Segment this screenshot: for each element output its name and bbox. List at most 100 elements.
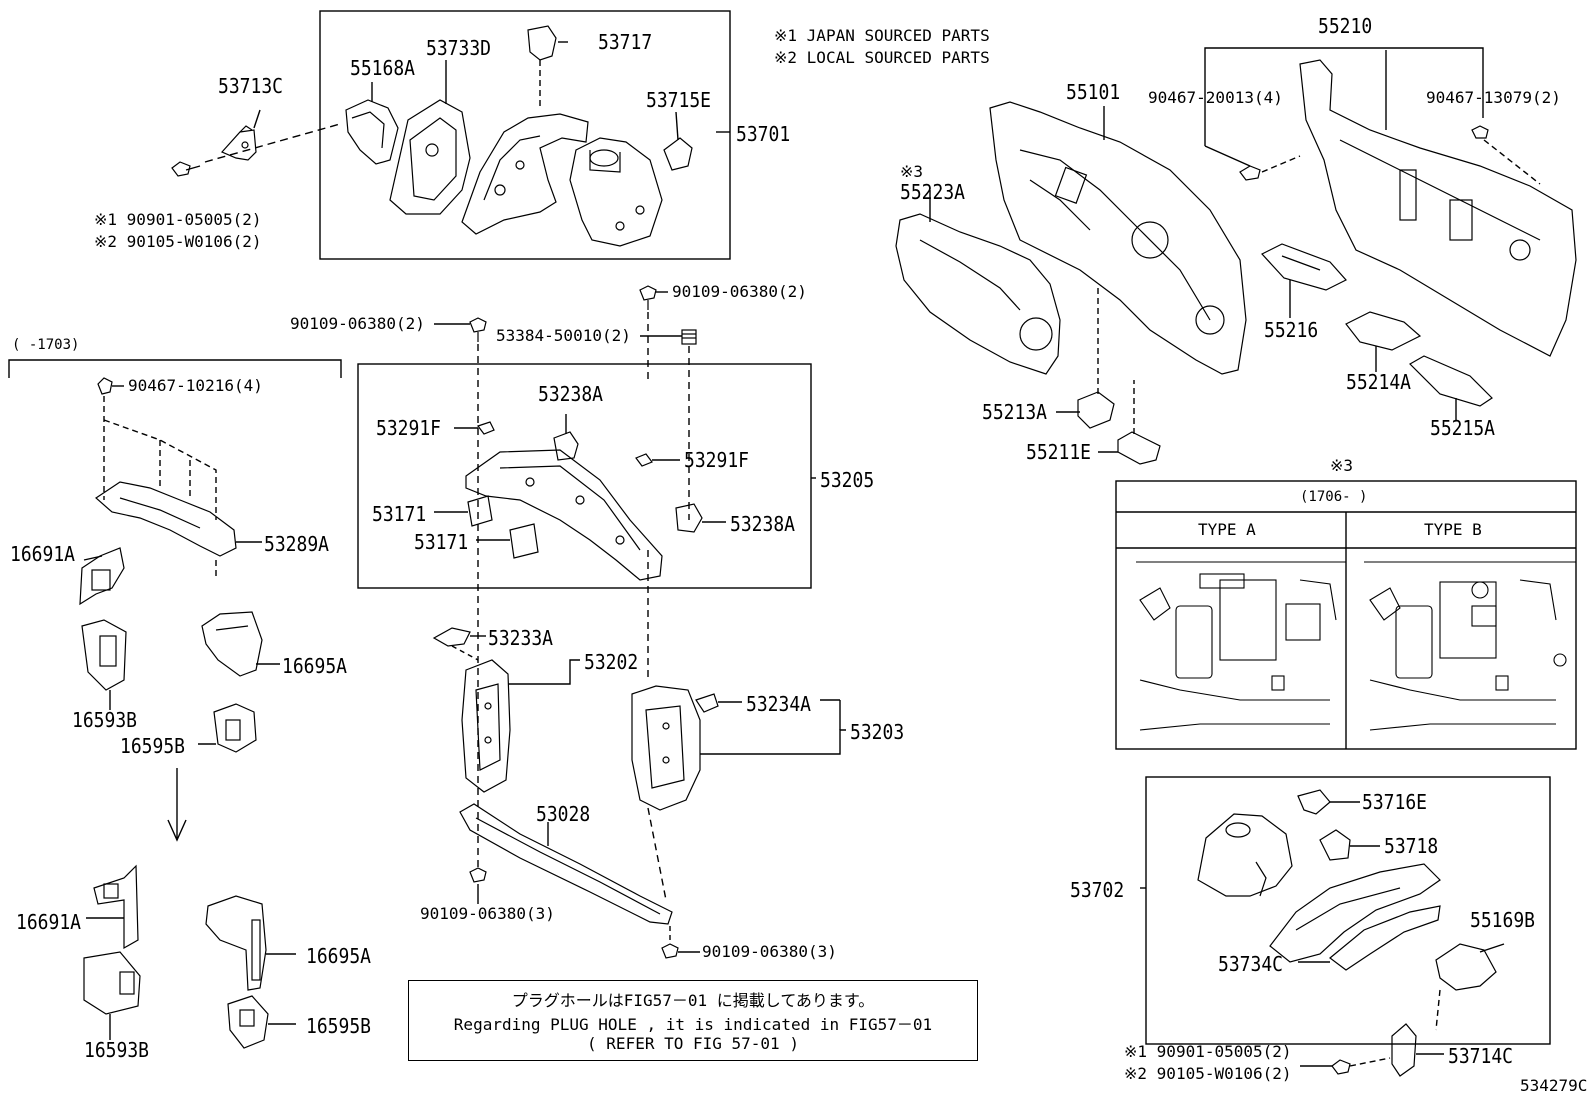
label-53205: 53205 [820, 468, 875, 492]
label-53233A: 53233A [488, 626, 554, 650]
part-strut-tower-b [1197, 813, 1293, 897]
part-53714C [1391, 1023, 1417, 1077]
part-53028 [459, 803, 673, 925]
clip-53291F-right [635, 453, 653, 467]
label-53238A-top: 53238A [538, 382, 604, 406]
clip-53291F-left [477, 421, 495, 435]
type-a-sketch [1136, 561, 1346, 731]
label-53733D: 53733D [426, 36, 492, 60]
part-53238A-right [675, 503, 703, 533]
label-53717: 53717 [598, 30, 653, 54]
label-90467-10216: 90467-10216(4) [128, 376, 263, 395]
label-53238A-right: 53238A [730, 512, 796, 536]
part-16595B-b [227, 995, 269, 1049]
arrow-down [167, 768, 187, 842]
label-16593B-b: 16593B [84, 1038, 150, 1062]
label-53716E: 53716E [1362, 790, 1428, 814]
part-strut-tower [569, 137, 663, 247]
label-mark3-a: ※3 [900, 162, 924, 181]
label-16691A: 16691A [10, 542, 76, 566]
label-55101: 55101 [1066, 80, 1121, 104]
label-16691A-b: 16691A [16, 910, 82, 934]
label-53203: 53203 [850, 720, 905, 744]
label-53171-a: 53171 [372, 502, 427, 526]
part-53205-member [465, 449, 663, 581]
label-nut-53384: 53384-50010(2) [496, 326, 631, 345]
box-53205 [357, 363, 812, 589]
bolt-90901-b [1331, 1059, 1351, 1075]
part-53238A-top [553, 431, 579, 461]
part-16593B-b [83, 951, 141, 1015]
label-55223A: 55223A [900, 180, 966, 204]
label-53291F-right: 53291F [684, 448, 750, 472]
label-53291F-left: 53291F [376, 416, 442, 440]
part-16691A [79, 547, 125, 606]
label-55214A: 55214A [1346, 370, 1412, 394]
label-bolt-90109-b: 90109-06380(2) [672, 282, 807, 301]
box-53702 [1145, 776, 1551, 1045]
part-53203 [631, 685, 701, 811]
label-53028: 53028 [536, 802, 591, 826]
label-55168A: 55168A [350, 56, 416, 80]
part-53717 [527, 25, 557, 61]
part-55223A [895, 213, 1061, 375]
type-b-sketch [1364, 561, 1576, 731]
label-16695A: 16695A [282, 654, 348, 678]
plug-note-en: Regarding PLUG HOLE , it is indicated in… [453, 1015, 933, 1034]
label-16595B-b: 16595B [306, 1014, 372, 1038]
part-53733D [389, 99, 471, 215]
nut-53384 [681, 329, 697, 345]
part-53734C-c [1329, 905, 1441, 971]
part-53718 [1319, 829, 1351, 861]
part-55216 [1261, 243, 1347, 291]
type-a-label: TYPE A [1198, 520, 1256, 539]
label-bolt-90109-a: 90109-06380(2) [290, 314, 425, 333]
part-16595B [213, 703, 257, 753]
plug-hole-note: プラグホールはFIG57－01 に掲載してあります。 Regarding PLU… [408, 980, 978, 1061]
bolt-center-left [469, 317, 487, 342]
part-53171-b [509, 523, 539, 559]
label-16593B: 16593B [72, 708, 138, 732]
part-55101 [989, 101, 1247, 375]
part-55213A [1077, 391, 1115, 429]
plug-note-ref: ( REFER TO FIG 57-01 ) [587, 1034, 799, 1053]
part-55215A [1409, 355, 1493, 407]
bolt-53028-right [661, 943, 679, 959]
label-53171-b: 53171 [414, 530, 469, 554]
bolt-53028-left [469, 867, 487, 883]
label-16595B: 16595B [120, 734, 186, 758]
clip-90467-10216 [97, 377, 113, 395]
label-53234A: 53234A [746, 692, 812, 716]
bolt-center-right [639, 285, 657, 310]
box-53701 [319, 10, 731, 260]
part-53289A [95, 481, 237, 557]
part-53234A [695, 693, 719, 713]
type-b-label: TYPE B [1424, 520, 1482, 539]
label-55213A: 55213A [982, 400, 1048, 424]
label-bolt-90109-c: 90109-06380(3) [420, 904, 555, 923]
label-55211E: 55211E [1026, 440, 1092, 464]
part-55211E [1117, 431, 1161, 465]
label-90105-W0106: ※2 90105-W0106(2) [94, 232, 262, 251]
part-16695A-b [205, 895, 267, 991]
part-53716E [1297, 789, 1331, 815]
part-55169B [1435, 943, 1497, 991]
label-55215A: 55215A [1430, 416, 1496, 440]
label-90467-13079: 90467-13079(2) [1426, 88, 1561, 107]
bolt-90467-20013 [1239, 165, 1261, 181]
label-53289A: 53289A [264, 532, 330, 556]
part-16593B [81, 619, 127, 691]
label-53202: 53202 [584, 650, 639, 674]
type-box-mark: ※3 [1330, 456, 1354, 475]
label-90901-05005-b: ※1 90901-05005(2) [1124, 1042, 1292, 1061]
part-53734-inner [461, 113, 589, 235]
label-55169B: 55169B [1470, 908, 1536, 932]
part-55210 [1299, 59, 1577, 357]
label-53713C: 53713C [218, 74, 284, 98]
label-53701: 53701 [736, 122, 791, 146]
part-53715E [663, 137, 693, 171]
left-group-range: ( -1703) [12, 337, 80, 353]
label-16695A-b: 16695A [306, 944, 372, 968]
label-53715E: 53715E [646, 88, 712, 112]
